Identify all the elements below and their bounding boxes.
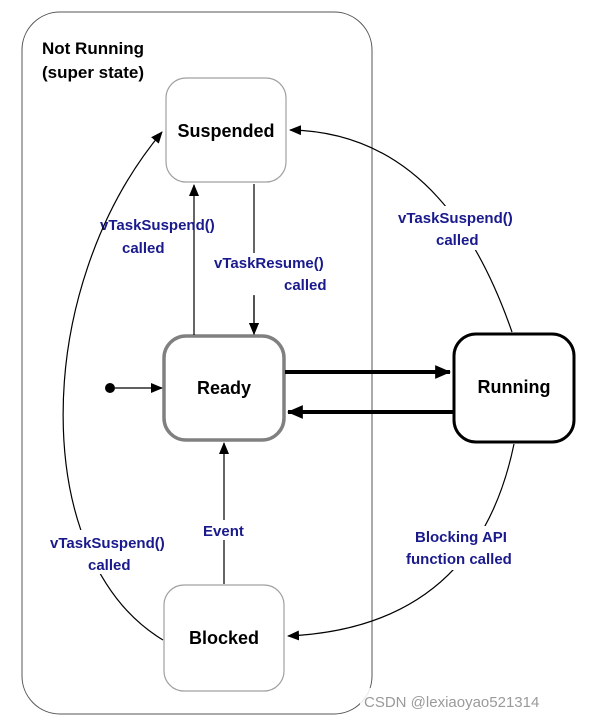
label-running-to-suspended-2: called bbox=[436, 232, 479, 249]
label-blocked-to-ready: Event bbox=[203, 523, 244, 540]
watermark-bg bbox=[360, 688, 612, 714]
watermark: CSDN @lexiaoyao521314 bbox=[364, 694, 539, 711]
state-ready bbox=[162, 334, 286, 442]
label-ready-to-suspended-2: called bbox=[122, 240, 165, 257]
state-running bbox=[452, 332, 576, 444]
super-state-title: Not Running bbox=[42, 39, 144, 58]
super-state-subtitle: (super state) bbox=[42, 63, 144, 82]
arrow-running-to-blocked bbox=[287, 443, 515, 641]
label-ready-to-suspended-1: vTaskSuspend() bbox=[100, 217, 215, 234]
label-suspended-to-ready-1: vTaskResume() bbox=[214, 255, 324, 272]
state-blocked bbox=[163, 584, 285, 692]
label-blocked-to-suspended-bg bbox=[48, 530, 172, 574]
state-running-label: Running bbox=[478, 377, 551, 397]
arrow-running-to-suspended bbox=[289, 125, 513, 333]
label-running-to-blocked-bg bbox=[404, 526, 520, 570]
arrow-blocked-to-suspended bbox=[62, 131, 164, 641]
label-running-to-suspended-1: vTaskSuspend() bbox=[398, 210, 513, 227]
label-running-to-blocked-2: function called bbox=[406, 551, 512, 568]
state-suspended bbox=[165, 77, 287, 183]
initial-state-dot bbox=[105, 383, 115, 393]
label-blocked-to-suspended-1: vTaskSuspend() bbox=[50, 535, 165, 552]
label-blocked-to-suspended-2: called bbox=[88, 557, 131, 574]
label-running-to-suspended-bg bbox=[394, 206, 520, 250]
state-ready-label: Ready bbox=[197, 378, 251, 398]
label-blocked-to-ready-bg bbox=[200, 520, 250, 540]
state-suspended-label: Suspended bbox=[177, 121, 274, 141]
label-suspended-to-ready-bg bbox=[212, 253, 336, 295]
label-running-to-blocked-1: Blocking API bbox=[415, 529, 507, 546]
super-state-box bbox=[21, 11, 373, 715]
label-suspended-to-ready-2: called bbox=[284, 277, 327, 294]
state-blocked-label: Blocked bbox=[189, 628, 259, 648]
